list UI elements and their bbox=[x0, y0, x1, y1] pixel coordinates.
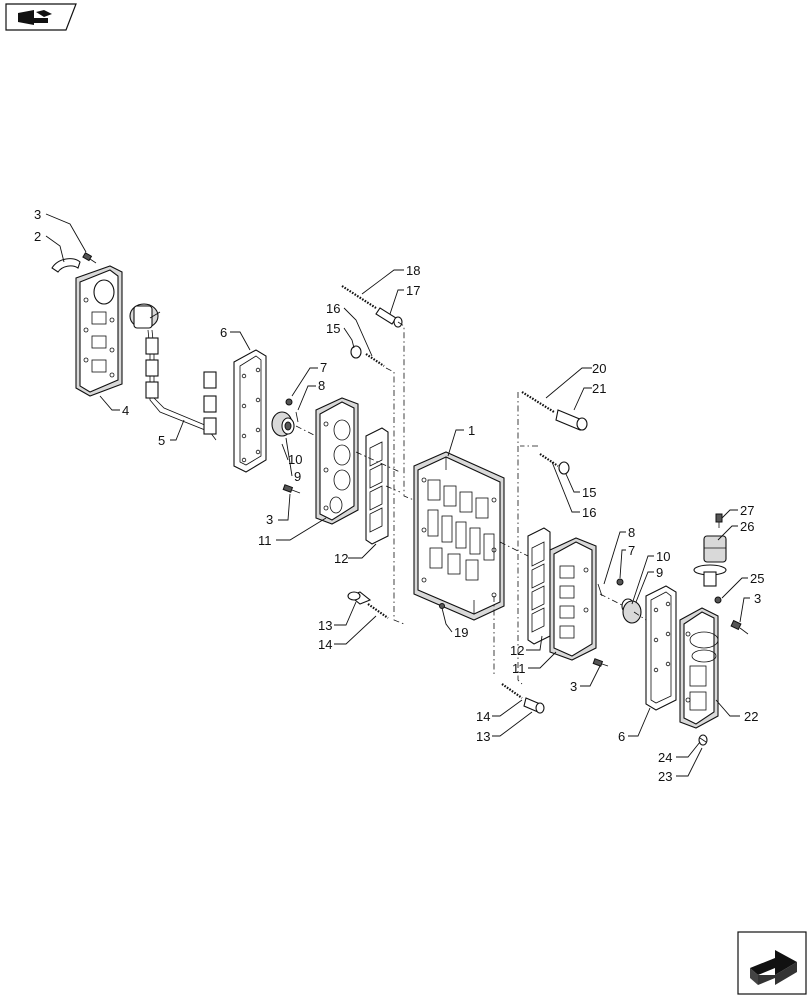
gasket-part bbox=[527, 527, 551, 645]
callout-27: 27 bbox=[740, 503, 754, 518]
screw-part bbox=[282, 484, 301, 494]
plunger-part bbox=[555, 409, 588, 431]
book-nav-icon[interactable] bbox=[5, 3, 77, 31]
screw-part bbox=[715, 513, 723, 528]
ball-part bbox=[714, 596, 722, 604]
callout-labels: 3 2 4 5 6 7 8 10 9 3 11 12 13 14 18 17 1… bbox=[34, 207, 764, 784]
callout-11: 11 bbox=[258, 533, 272, 548]
next-page-arrow-icon[interactable] bbox=[737, 931, 807, 995]
small-screw-part bbox=[616, 578, 624, 586]
callout-7: 7 bbox=[628, 543, 635, 558]
callout-6: 6 bbox=[220, 325, 227, 340]
screw-part bbox=[730, 619, 749, 635]
plunger-part bbox=[347, 591, 372, 605]
plunger-part bbox=[523, 697, 545, 714]
pin-part bbox=[597, 583, 603, 597]
main-valve-body-part bbox=[413, 451, 505, 621]
plug-part bbox=[558, 461, 570, 475]
valve-housing-part bbox=[549, 537, 597, 661]
callout-10: 10 bbox=[288, 452, 302, 467]
callout-6: 6 bbox=[618, 729, 625, 744]
callout-17: 17 bbox=[406, 283, 420, 298]
callout-9: 9 bbox=[656, 565, 663, 580]
callout-14: 14 bbox=[476, 709, 490, 724]
screw-part bbox=[82, 252, 97, 264]
accumulator-housing-part bbox=[679, 607, 719, 729]
plug-part bbox=[698, 734, 708, 746]
callout-20: 20 bbox=[592, 361, 606, 376]
callout-26: 26 bbox=[740, 519, 754, 534]
callout-3: 3 bbox=[34, 207, 41, 222]
callout-2: 2 bbox=[34, 229, 41, 244]
callout-12: 12 bbox=[334, 551, 348, 566]
callout-15: 15 bbox=[326, 321, 340, 336]
callout-18: 18 bbox=[406, 263, 420, 278]
cover-plate-part bbox=[75, 265, 123, 397]
spring-part bbox=[367, 603, 389, 619]
gasket-part bbox=[365, 427, 389, 545]
gasket-part bbox=[645, 585, 677, 711]
spring-part bbox=[365, 353, 385, 367]
callout-3: 3 bbox=[266, 512, 273, 527]
clip-part bbox=[51, 258, 81, 273]
callout-1: 1 bbox=[468, 423, 475, 438]
plunger-part bbox=[375, 307, 403, 328]
callout-10: 10 bbox=[656, 549, 670, 564]
callout-22: 22 bbox=[744, 709, 758, 724]
callout-24: 24 bbox=[658, 750, 672, 765]
ball-part bbox=[439, 603, 445, 609]
callout-3: 3 bbox=[754, 591, 761, 606]
callout-19: 19 bbox=[454, 625, 468, 640]
callout-9: 9 bbox=[294, 469, 301, 484]
callout-25: 25 bbox=[750, 571, 764, 586]
wiring-harness-part bbox=[129, 303, 217, 441]
spring-part bbox=[539, 453, 559, 467]
solenoid-cap-part bbox=[621, 598, 642, 624]
callout-3: 3 bbox=[570, 679, 577, 694]
assembly-lines bbox=[295, 321, 647, 685]
callout-16: 16 bbox=[582, 505, 596, 520]
callout-13: 13 bbox=[318, 618, 332, 633]
callout-14: 14 bbox=[318, 637, 332, 652]
callout-5: 5 bbox=[158, 433, 165, 448]
callout-16: 16 bbox=[326, 301, 340, 316]
leader-lines bbox=[45, 213, 750, 777]
plug-part bbox=[350, 345, 362, 359]
spring-part bbox=[521, 391, 555, 413]
callout-23: 23 bbox=[658, 769, 672, 784]
spring-part bbox=[501, 683, 523, 699]
gasket-part bbox=[233, 349, 267, 473]
solenoid-valve-part bbox=[693, 535, 727, 587]
callout-8: 8 bbox=[318, 378, 325, 393]
screw-part bbox=[592, 658, 609, 667]
solenoid-cap-part bbox=[271, 411, 295, 437]
small-screw-part bbox=[285, 398, 293, 406]
valve-housing-part bbox=[315, 397, 359, 525]
callout-21: 21 bbox=[592, 381, 606, 396]
callout-11: 11 bbox=[512, 661, 526, 676]
callout-7: 7 bbox=[320, 360, 327, 375]
spring-part bbox=[341, 285, 377, 309]
pin-part bbox=[295, 411, 299, 423]
callout-12: 12 bbox=[510, 643, 524, 658]
callout-13: 13 bbox=[476, 729, 490, 744]
callout-4: 4 bbox=[122, 403, 129, 418]
callout-15: 15 bbox=[582, 485, 596, 500]
callout-8: 8 bbox=[628, 525, 635, 540]
